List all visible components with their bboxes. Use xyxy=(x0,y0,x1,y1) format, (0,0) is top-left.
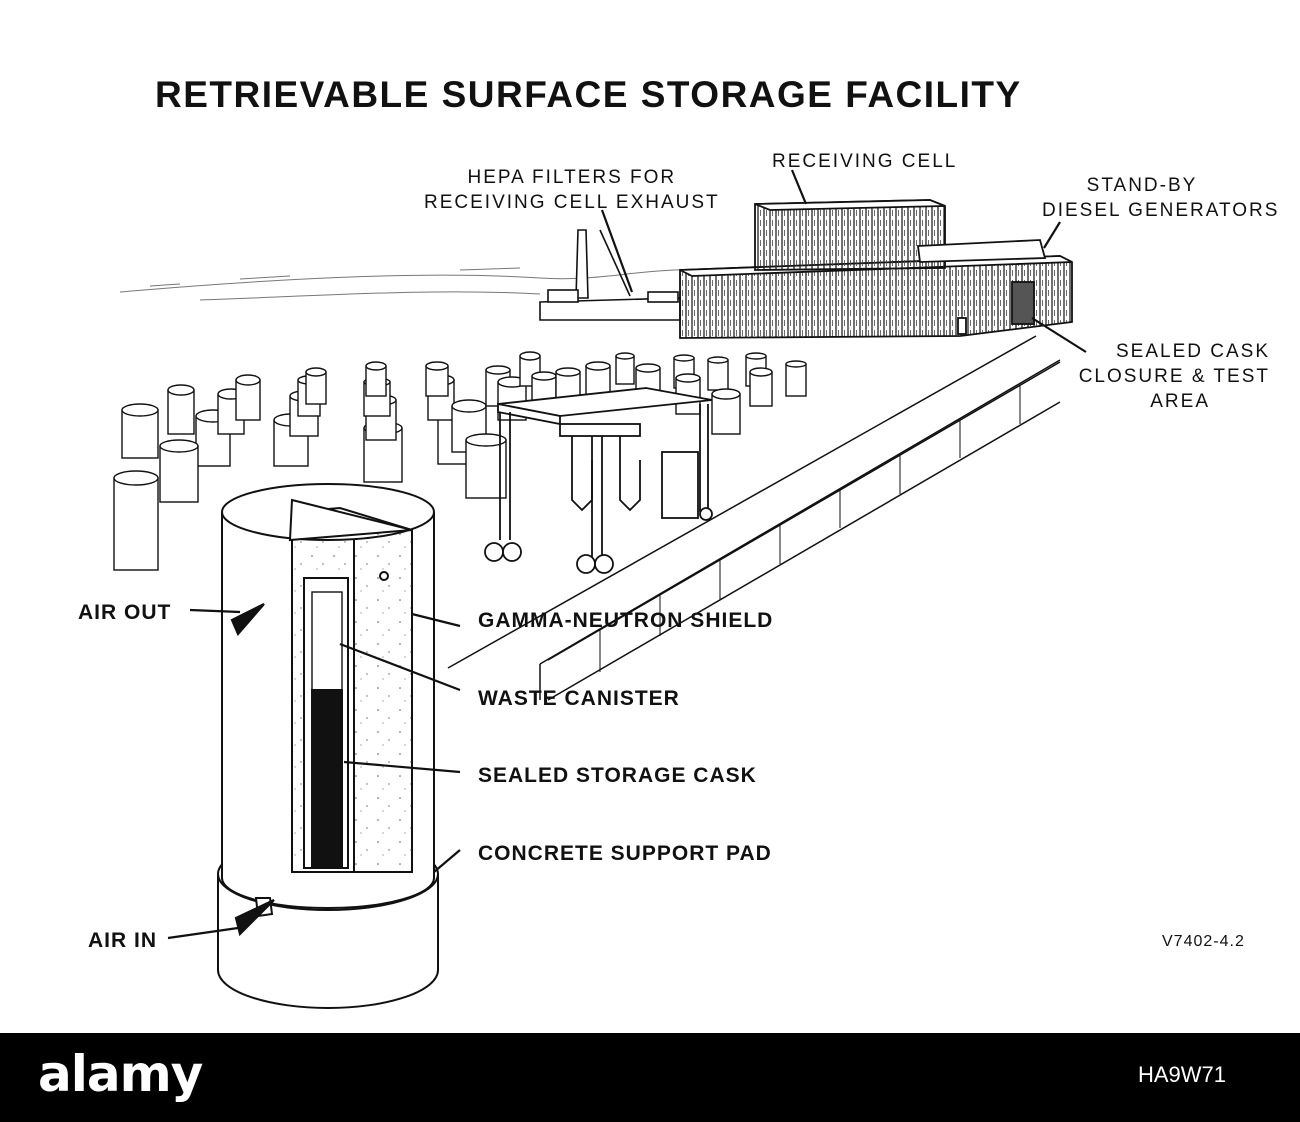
stock-watermark-bar xyxy=(0,1033,1300,1122)
gantry-crane xyxy=(484,387,713,574)
label-standby-generators: STAND-BY DIESEL GENERATORS xyxy=(1042,175,1280,221)
figure-title: RETRIEVABLE SURFACE STORAGE FACILITY xyxy=(155,74,1022,115)
stock-logo: alamy xyxy=(38,1045,203,1103)
label-hepa-filters-line1: HEPA FILTERS FOR xyxy=(467,167,677,188)
hepa-filter-stack xyxy=(539,229,681,321)
cask-cutaway xyxy=(217,483,439,1009)
label-waste-canister: WASTE CANISTER xyxy=(478,687,680,710)
cask-field xyxy=(113,351,807,571)
facility-illustration xyxy=(113,169,1087,1009)
facility-figure: RETRIEVABLE SURFACE STORAGE FACILITY HEP… xyxy=(78,74,1280,1009)
label-sealed-storage-cask: SEALED STORAGE CASK xyxy=(478,764,757,787)
label-concrete-support-pad: CONCRETE SUPPORT PAD xyxy=(478,842,772,865)
label-standby-line2: DIESEL GENERATORS xyxy=(1042,200,1280,221)
label-sealed-cask-closure: SEALED CASK CLOSURE & TEST AREA xyxy=(1070,342,1270,411)
label-air-out: AIR OUT xyxy=(78,601,172,624)
label-sealed-cask-line3: AREA xyxy=(1150,391,1210,412)
label-hepa-filters-line2: RECEIVING CELL EXHAUST xyxy=(424,192,720,213)
horizon-hills xyxy=(119,267,701,301)
label-sealed-cask-line1: SEALED CASK xyxy=(1116,341,1270,362)
label-sealed-cask-line2: CLOSURE & TEST xyxy=(1078,366,1270,387)
stock-image-id: HA9W71 xyxy=(1138,1062,1227,1087)
figure-code: V7402-4.2 xyxy=(1162,933,1245,950)
perimeter-road xyxy=(447,335,1061,701)
label-standby-line1: STAND-BY xyxy=(1086,175,1198,196)
label-receiving-cell: RECEIVING CELL xyxy=(772,151,958,172)
receiving-building xyxy=(679,199,1073,339)
leader-lines xyxy=(167,169,1087,940)
label-air-in: AIR IN xyxy=(88,929,157,952)
label-hepa-filters: HEPA FILTERS FOR RECEIVING CELL EXHAUST xyxy=(424,168,720,212)
label-gamma-neutron-shield: GAMMA-NEUTRON SHIELD xyxy=(478,609,774,632)
